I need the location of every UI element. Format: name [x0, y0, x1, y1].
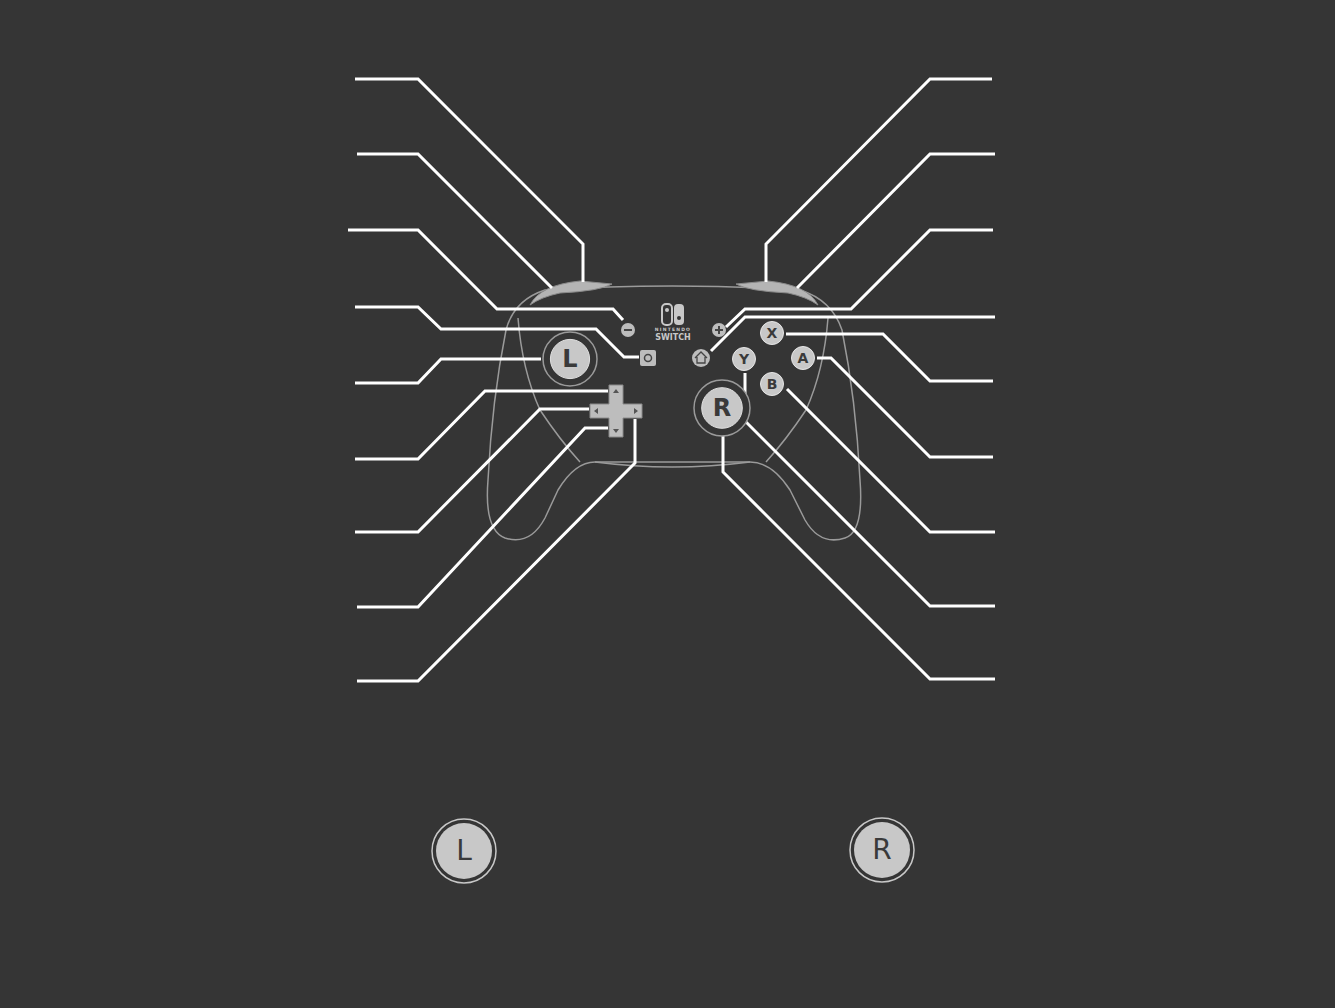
- leader-line: [355, 359, 541, 383]
- controller-outline: [487, 286, 860, 540]
- button-letter: L: [562, 347, 577, 371]
- leader-line: [355, 79, 583, 282]
- face-button: A: [791, 346, 815, 370]
- leader-line: [745, 373, 995, 606]
- thumbstick: L: [542, 331, 598, 387]
- leader-line: [726, 230, 993, 327]
- leader-line: [817, 358, 993, 457]
- button-letter: R: [872, 836, 891, 864]
- face-button: X: [760, 321, 784, 345]
- logo-text: SWITCH: [655, 334, 691, 342]
- face-button: B: [760, 372, 784, 396]
- face-button: Y: [732, 347, 756, 371]
- button-letter: L: [456, 837, 472, 865]
- button-letter: R: [713, 396, 731, 420]
- leader-line: [766, 79, 992, 282]
- leader-line: [723, 428, 995, 679]
- switch-logo: [662, 304, 684, 325]
- leader-line: [357, 419, 635, 681]
- leader-line: [797, 154, 995, 288]
- button-letter: X: [767, 326, 778, 340]
- logo-text: NINTENDO: [655, 328, 691, 333]
- leader-line: [355, 391, 608, 459]
- leader-line: [787, 389, 995, 532]
- leader-lines: [348, 79, 995, 681]
- leader-line: [357, 428, 608, 607]
- button-letter: Y: [739, 352, 749, 366]
- leader-line: [355, 409, 589, 532]
- stick-icon: R: [849, 817, 915, 883]
- button-letter: B: [767, 377, 778, 391]
- button-letter: A: [798, 351, 809, 365]
- bumpers: [530, 281, 818, 305]
- stick-icon: L: [431, 818, 497, 884]
- thumbstick: R: [693, 379, 751, 437]
- leader-line: [355, 307, 639, 357]
- system-buttons: [621, 323, 726, 367]
